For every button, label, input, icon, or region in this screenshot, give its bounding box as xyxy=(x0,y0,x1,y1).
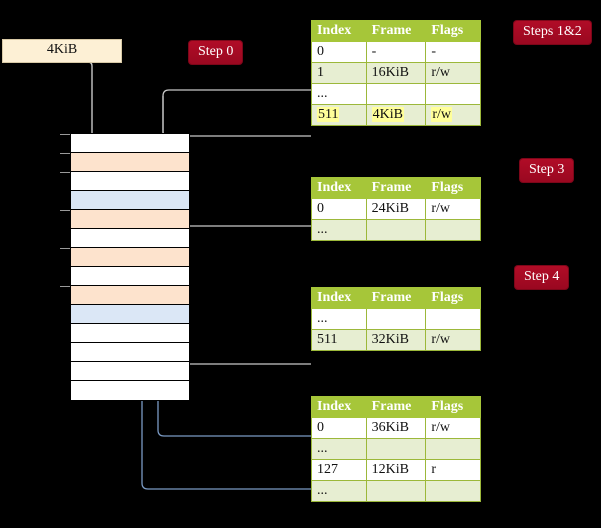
cell-frame: - xyxy=(365,41,427,63)
cell-index: ... xyxy=(311,308,367,330)
cell-flags: r/w xyxy=(425,417,481,439)
source-frame-label: 4KiB xyxy=(46,42,78,57)
cell-index: 0 xyxy=(311,41,367,63)
badge-step-3: Step 3 xyxy=(519,158,575,183)
source-frame-box: 4KiB xyxy=(2,39,122,63)
memory-cell xyxy=(71,381,189,400)
memory-cell xyxy=(71,343,189,362)
memory-cell xyxy=(71,134,189,153)
physical-memory-column xyxy=(70,133,190,401)
header-index: Index xyxy=(311,396,367,418)
table-row: ... xyxy=(311,83,481,105)
cell-flags xyxy=(425,438,481,460)
table-row: ... xyxy=(311,219,481,241)
header-index: Index xyxy=(311,20,367,42)
cell-frame xyxy=(365,83,427,105)
memory-cell xyxy=(71,248,189,267)
header-index: Index xyxy=(311,287,367,309)
cell-frame xyxy=(365,480,427,502)
memory-stub xyxy=(60,172,71,173)
cell-index: 1 xyxy=(311,62,367,84)
cell-flags: - xyxy=(425,41,481,63)
cell-index: 511 xyxy=(311,329,367,351)
table-row: 0 36KiB r/w xyxy=(311,417,481,439)
page-table-level-3: Index Frame Flags 0 24KiB r/w ... xyxy=(311,177,481,241)
cell-flags: r/w xyxy=(425,329,481,351)
cell-flags: r/w xyxy=(425,198,481,220)
header-frame: Frame xyxy=(365,287,427,309)
header-frame: Frame xyxy=(365,20,427,42)
table-row: ... xyxy=(311,480,481,502)
memory-cell xyxy=(71,286,189,305)
memory-stub xyxy=(60,286,71,287)
cell-frame: 32KiB xyxy=(365,329,427,351)
memory-cell xyxy=(71,324,189,343)
header-flags: Flags xyxy=(425,396,481,418)
cell-index: 0 xyxy=(311,198,367,220)
cell-flags: r xyxy=(425,459,481,481)
cell-flags: r/w xyxy=(425,62,481,84)
header-flags: Flags xyxy=(425,177,481,199)
cell-index-text: 511 xyxy=(317,106,340,122)
table-header-row: Index Frame Flags xyxy=(311,20,481,42)
table-header-row: Index Frame Flags xyxy=(311,396,481,418)
header-flags: Flags xyxy=(425,287,481,309)
page-table-level-4: Index Frame Flags 0 - - 1 16KiB r/w ... … xyxy=(311,20,481,126)
memory-cell xyxy=(71,191,189,210)
page-table-level-1: Index Frame Flags 0 36KiB r/w ... 127 12… xyxy=(311,396,481,502)
cell-frame: 36KiB xyxy=(365,417,427,439)
cell-flags xyxy=(425,480,481,502)
table-row: 511 32KiB r/w xyxy=(311,329,481,351)
cell-frame: 12KiB xyxy=(365,459,427,481)
memory-stub xyxy=(60,248,71,249)
table-header-row: Index Frame Flags xyxy=(311,287,481,309)
memory-cell xyxy=(71,153,189,172)
table-row: 0 24KiB r/w xyxy=(311,198,481,220)
wire-step3 xyxy=(177,225,311,265)
header-frame: Frame xyxy=(365,177,427,199)
page-table-level-2: Index Frame Flags ... 511 32KiB r/w xyxy=(311,287,481,351)
cell-frame: 4KiB xyxy=(365,104,427,126)
badge-step-0: Step 0 xyxy=(188,40,244,65)
cell-flags xyxy=(425,83,481,105)
cell-flags xyxy=(425,308,481,330)
memory-cell xyxy=(71,229,189,248)
memory-cell xyxy=(71,210,189,229)
header-flags: Flags xyxy=(425,20,481,42)
table-row: 127 12KiB r xyxy=(311,459,481,481)
cell-frame xyxy=(365,219,427,241)
cell-flags: r/w xyxy=(425,104,481,126)
memory-cell xyxy=(71,362,189,381)
cell-frame: 24KiB xyxy=(365,198,427,220)
memory-stub xyxy=(60,153,71,154)
cell-frame: 16KiB xyxy=(365,62,427,84)
cell-flags-text: r/w xyxy=(431,106,453,122)
header-frame: Frame xyxy=(365,396,427,418)
cell-index: ... xyxy=(311,219,367,241)
cell-index: ... xyxy=(311,438,367,460)
cell-flags xyxy=(425,219,481,241)
header-index: Index xyxy=(311,177,367,199)
cell-index: ... xyxy=(311,480,367,502)
badge-step-4: Step 4 xyxy=(514,265,570,290)
memory-cell xyxy=(71,267,189,286)
cell-index: 511 xyxy=(311,104,367,126)
table-row: ... xyxy=(311,438,481,460)
badge-steps-1-2: Steps 1&2 xyxy=(513,20,592,45)
memory-cell xyxy=(71,305,189,324)
memory-stub xyxy=(60,210,71,211)
memory-stub xyxy=(60,134,71,135)
table-row: 1 16KiB r/w xyxy=(311,62,481,84)
cell-frame xyxy=(365,438,427,460)
cell-index: 0 xyxy=(311,417,367,439)
table-header-row: Index Frame Flags xyxy=(311,177,481,199)
table-row: ... xyxy=(311,308,481,330)
table-row: 0 - - xyxy=(311,41,481,63)
cell-index: 127 xyxy=(311,459,367,481)
memory-cell xyxy=(71,172,189,191)
table-row-highlighted: 511 4KiB r/w xyxy=(311,104,481,126)
cell-frame-text: 4KiB xyxy=(371,106,405,122)
cell-index: ... xyxy=(311,83,367,105)
cell-frame xyxy=(365,308,427,330)
